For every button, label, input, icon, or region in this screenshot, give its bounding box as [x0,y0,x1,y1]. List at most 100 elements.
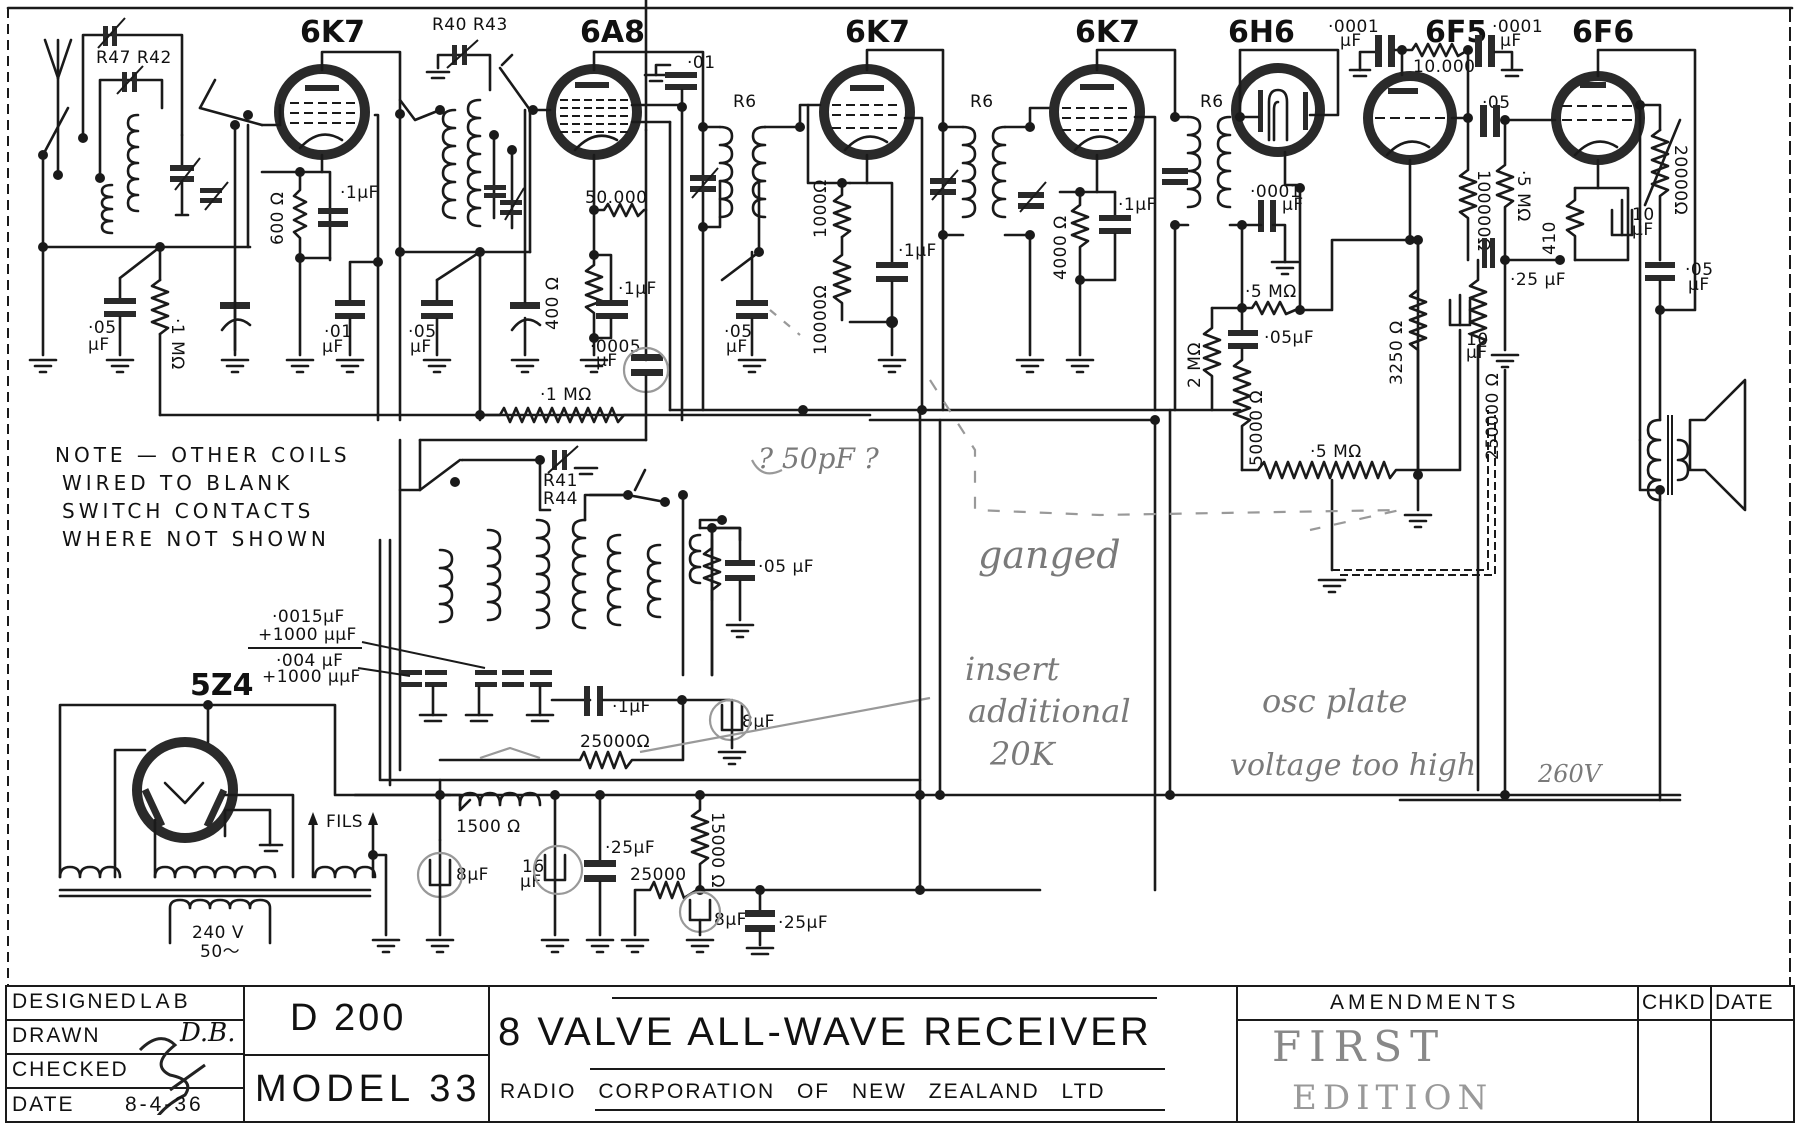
label-c0001c: ·0001 [1250,182,1301,202]
label-c01b: ·01 [687,53,716,73]
label-c1c: ·1μF [898,241,937,261]
valve-5z4-rectifier [132,737,238,843]
valve-label-v2: 6A8 [580,15,645,50]
antenna-switch [38,106,70,180]
valve-6f5-af-amp [1363,71,1457,165]
pencil-insert-3: 20K [989,735,1057,773]
resistor-icon [592,202,648,218]
volume-control-resistor [1240,460,1420,480]
label-c05b-unit: μF [410,337,432,357]
valve-label-v4: 6K7 [1075,15,1140,50]
valve-6a8-converter [546,64,642,160]
capacitor-icon [318,208,348,227]
ground-icon [371,938,401,954]
variable-arrow [1643,118,1682,207]
ground-icon [1490,353,1520,369]
date-label: DATE [12,1093,75,1116]
label-r25000b: 25000 [630,865,687,885]
label-r2m: 2 MΩ [1185,342,1205,388]
valve-6k7-if1 [819,64,915,160]
drawing-number: D 200 [290,997,407,1039]
electrolytic-capacitor-icon [1448,293,1472,327]
label-c05c-unit: μF [726,337,748,357]
label-r40-r43: R40 R43 [432,15,508,35]
wave-switch-arm [198,78,217,110]
ground-icon [105,358,135,374]
valve-6k7-if2 [1049,64,1145,160]
pencil-insert-1: insert [965,650,1060,688]
note-line2: WIRED TO BLANK [62,471,293,495]
resistor-icon [150,278,170,336]
label-r50000a: 50.000 [585,188,647,208]
trimmer-capacitor-icon [1162,168,1188,185]
capacitor-icon [1228,330,1258,349]
label-r3250: 3250 Ω [1387,320,1407,385]
resistor-icon [1232,347,1252,472]
label-padder-1: ·0015μF [272,607,345,627]
label-c05d: ·05 [1482,93,1511,113]
label-c05e: ·05μF [1264,328,1314,348]
drawing-title: 8 VALVE ALL-WAVE RECEIVER [498,1010,1152,1054]
loudspeaker-icon [1688,378,1747,512]
label-c05g: ·05 μF [758,557,814,577]
designed-label: DESIGNED [12,990,138,1013]
drawn-label: DRAWN [12,1024,101,1047]
label-c0001b-unit: μF [1500,31,1522,51]
checked-signature [138,1037,206,1115]
label-r400: 400 Ω [543,277,563,330]
pencil-circle [708,698,752,742]
resistor-icon [1202,306,1222,412]
label-c8b: 8μF [456,865,489,885]
checked-label: CHECKED [12,1058,129,1081]
capacitor-icon [725,560,755,581]
valve-label-v1: 6K7 [300,15,365,50]
designed-value: LAB [140,990,192,1013]
capacitor-icon [1480,105,1500,137]
capacitor-icon [104,298,136,317]
ground-icon [425,70,451,80]
electrolytic-capacitor-icon [1610,198,1634,237]
resistor-icon [690,793,710,892]
label-r410: 410 [1540,221,1560,255]
resistor-icon [478,406,648,424]
valve-6f6-output [1551,71,1645,165]
ground-icon [422,358,452,374]
label-r1500: 1500 Ω [456,817,521,837]
label-r6-1: R6 [733,92,757,112]
capacitor-icon [596,300,628,319]
chkd-header: CHKD [1642,991,1706,1014]
label-padder-2b: +1000 μμF [262,667,361,687]
label-r20000: 20000Ω [1670,145,1690,215]
valve-6h6-detector [1231,63,1325,157]
label-c25b: ·25μF [605,838,655,858]
resistor-icon [1240,300,1302,316]
label-c16: 16 [522,857,545,877]
ground-icon [585,938,615,954]
label-c10b-unit: μF [1632,220,1654,240]
ground-icon [28,358,58,374]
pencil-260v: 260V [1537,760,1604,788]
ground-icon [335,358,365,374]
if-transformer-2 [961,125,1007,219]
resistor-icon [1408,238,1428,472]
label-padder-1b: +1000 μμF [258,625,357,645]
label-c05b: ·05 [408,322,437,342]
label-c1d: ·1μF [1118,195,1157,215]
pencil-ganged: ganged [978,533,1121,577]
label-r5ma: ·5 MΩ [1245,282,1297,302]
valve-label-v5: 6H6 [1228,15,1295,50]
valve-label-v7: 6F6 [1572,15,1634,50]
amendment-1-line2: EDITION [1292,1078,1494,1118]
label-fils: FILS [326,812,363,832]
rf-coil-2 [441,98,482,228]
capacitor-icon [584,686,603,716]
ground-icon [579,358,609,374]
label-r5mb: ·5 MΩ [1310,442,1362,462]
label-r10000: 10000Ω [811,285,831,355]
label-c10b: 10 [1632,205,1655,225]
circuit-diagram: R47 R42 ·05 μF ·1 MΩ 6K7 [6,0,1794,985]
trimmer-capacitor-icon [930,169,959,201]
resistor-icon [1495,118,1515,262]
trimmer-capacitor-icon [547,445,579,474]
